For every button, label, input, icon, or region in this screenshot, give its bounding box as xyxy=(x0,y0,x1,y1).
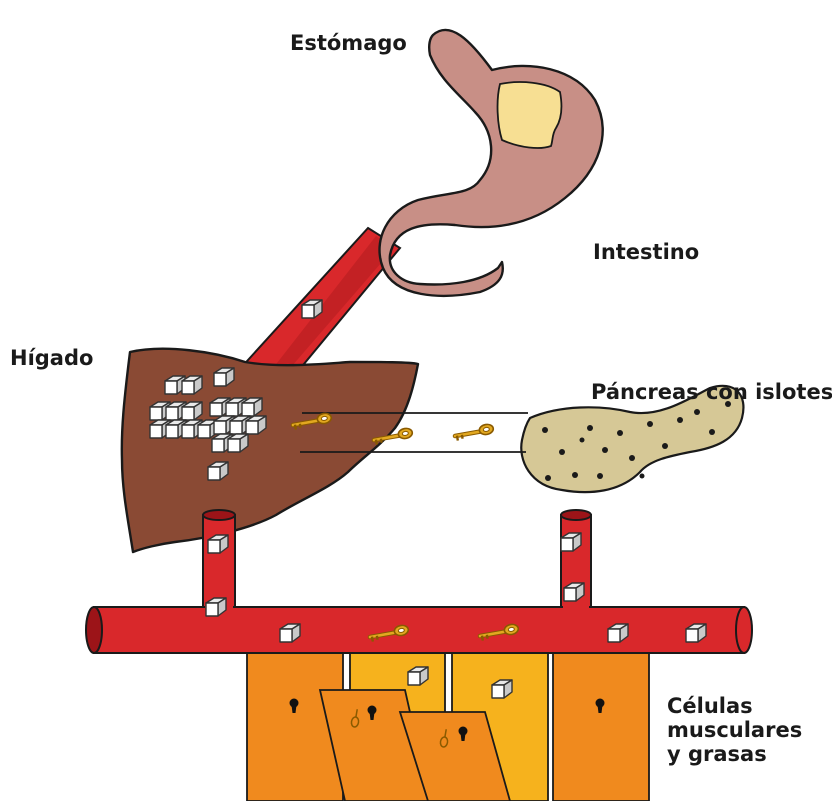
cell-right xyxy=(553,650,649,801)
cells-label-line-2: musculares xyxy=(667,718,802,742)
key-icon xyxy=(454,423,494,441)
cells-label-line-1: Células xyxy=(667,694,802,718)
cells-label-line-3: y grasas xyxy=(667,742,802,766)
cells-label: Células musculares y grasas xyxy=(667,694,802,766)
liver-label: Hígado xyxy=(10,346,93,370)
intestine-label: Intestino xyxy=(593,240,699,264)
pancreas-label: Páncreas con islotes xyxy=(591,380,832,404)
stomach-label: Estómago xyxy=(290,31,407,55)
liver xyxy=(122,349,418,552)
muscle-fat-cells xyxy=(247,650,649,801)
stomach xyxy=(380,30,603,296)
main-blood-vessel xyxy=(86,603,752,653)
food-in-stomach xyxy=(498,82,562,148)
